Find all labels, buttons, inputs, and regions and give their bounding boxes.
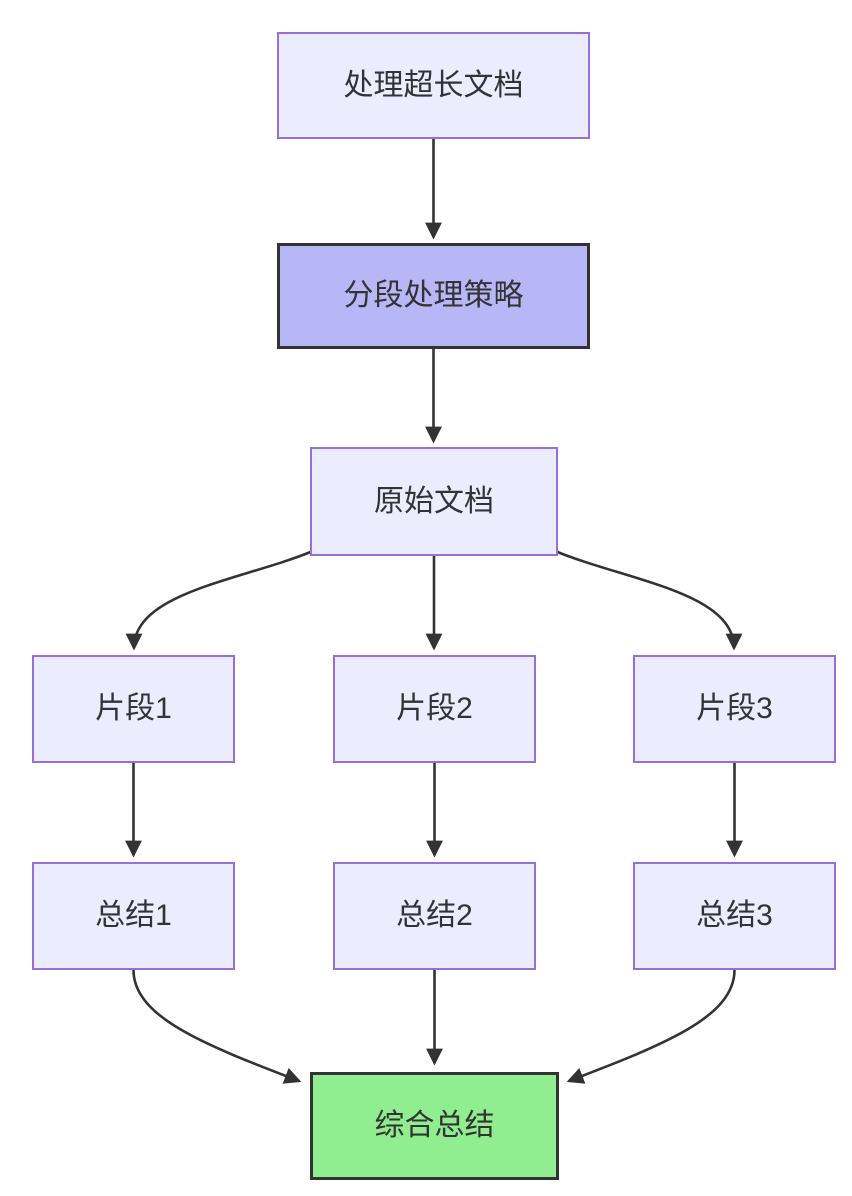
node-label: 分段处理策略 xyxy=(343,279,524,312)
node-label: 处理超长文档 xyxy=(343,68,524,102)
edge-e1-f xyxy=(132,969,302,1084)
node-label: 总结3 xyxy=(696,899,773,932)
node-process-long-doc: 处理超长文档 xyxy=(277,32,590,139)
node-fragment-2: 片段2 xyxy=(333,655,536,763)
node-label: 片段1 xyxy=(95,692,172,725)
node-label: 总结1 xyxy=(95,899,172,932)
node-label: 原始文档 xyxy=(374,484,494,518)
node-summary-2: 总结2 xyxy=(333,862,536,970)
node-fragment-3: 片段3 xyxy=(633,655,836,763)
node-label: 总结2 xyxy=(396,899,473,932)
node-original-doc: 原始文档 xyxy=(310,447,558,556)
node-label: 综合总结 xyxy=(374,1109,495,1142)
node-summary-1: 总结1 xyxy=(32,862,235,970)
edge-c-d3 xyxy=(554,549,743,651)
edge-c-d1 xyxy=(125,549,314,651)
node-label: 片段2 xyxy=(396,692,473,725)
node-combined-summary: 综合总结 xyxy=(310,1072,559,1180)
node-fragment-1: 片段1 xyxy=(32,655,235,763)
node-summary-3: 总结3 xyxy=(633,862,836,970)
node-segmentation-strategy: 分段处理策略 xyxy=(277,243,590,349)
edge-e3-f xyxy=(566,969,736,1084)
node-label: 片段3 xyxy=(696,692,773,725)
